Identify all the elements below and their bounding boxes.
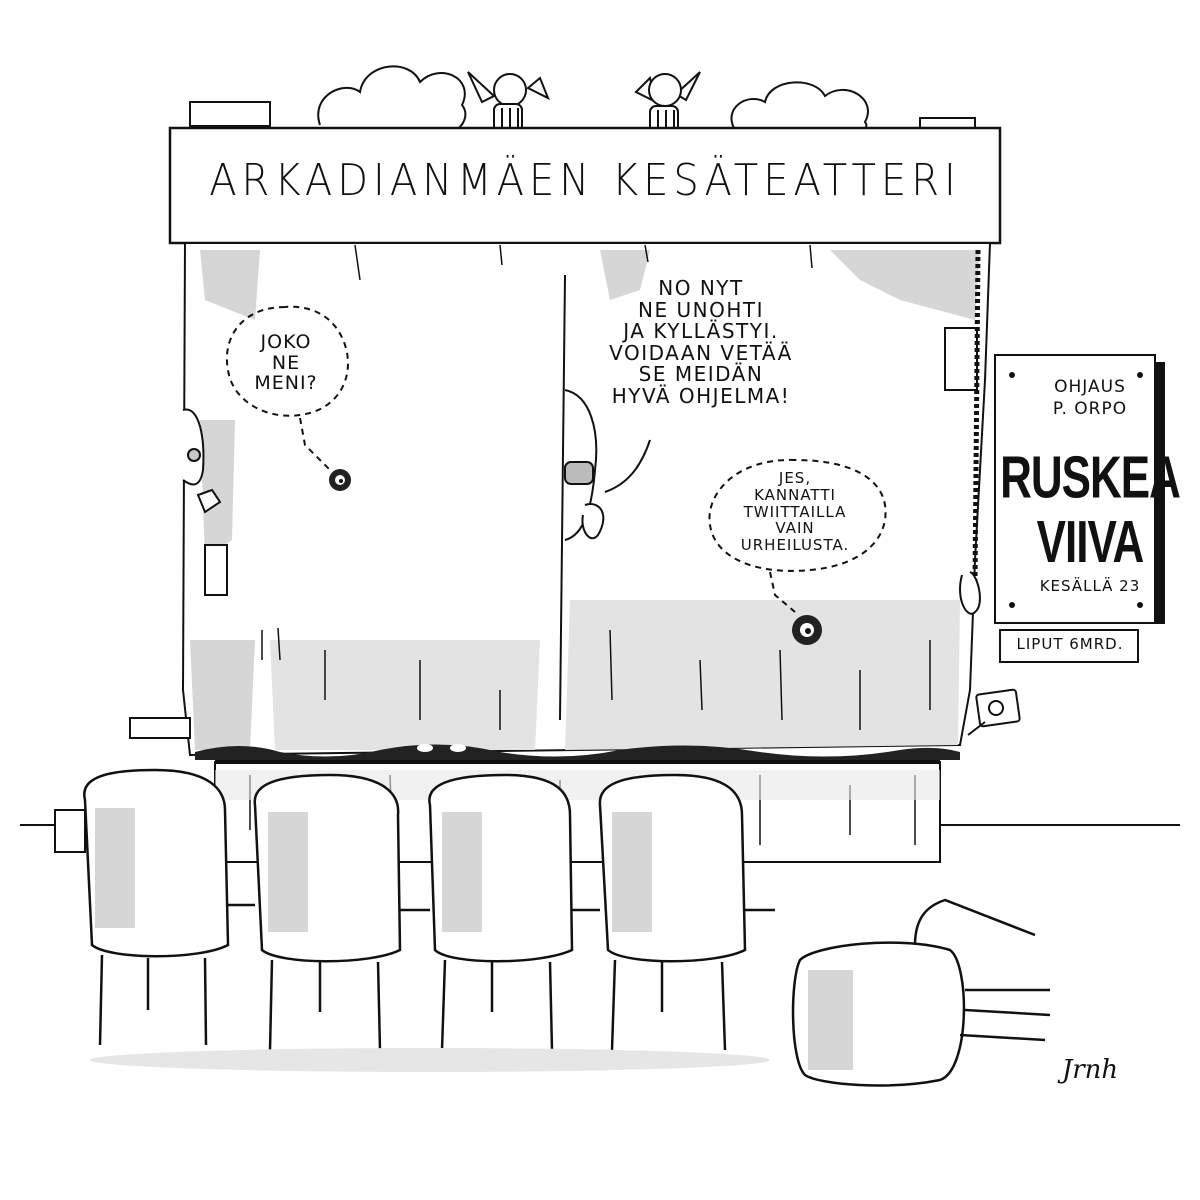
fallen-chair [791, 898, 1051, 1087]
poster-title: RUSKEA VIIVA [1000, 444, 1181, 577]
speech-tail-middle [604, 439, 651, 493]
peeking-figure-center [564, 389, 605, 541]
stage-step [129, 717, 191, 739]
cherub-right [634, 71, 701, 135]
chair-4 [598, 773, 747, 1051]
poster [994, 354, 1165, 663]
speech-text-middle: NO NYT NE UNOHTI JA KYLLÄSTYI. VOIDAAN V… [609, 276, 793, 408]
theater-sign [168, 126, 1002, 245]
chair-1 [83, 768, 230, 1046]
speech-text-right: JES, KANNATTI TWIITTAILLA VAIN URHEILUST… [740, 469, 850, 555]
floor-shadow [90, 1048, 770, 1072]
chair-3 [428, 773, 574, 1051]
poster-date: KESÄLLÄ 23 [1039, 577, 1141, 595]
cloud-right [730, 81, 869, 134]
speech-text-left: JOKO NE MENI? [254, 331, 318, 395]
curtain-rope [972, 249, 981, 581]
cloud-left [317, 65, 467, 131]
side-box [54, 809, 86, 853]
poster-director: OHJAUS P. ORPO [1052, 377, 1128, 420]
column-cap-left [189, 101, 271, 127]
chair-2 [253, 773, 402, 1051]
spotlight [967, 688, 1021, 736]
cherub-left [467, 71, 550, 133]
bug-right [792, 615, 822, 645]
chair-row [83, 768, 1051, 1087]
theater-title: ARKADIANMÄEN KESÄTEATTERI [209, 155, 961, 207]
rope-hand [959, 571, 981, 615]
speech-bubble-left [225, 305, 349, 471]
peeking-figure-left [182, 408, 222, 514]
artist-signature: Jrnh [1061, 1055, 1119, 1085]
ticket-price: LIPUT 6MRD. [1016, 635, 1124, 653]
bug-left [329, 469, 351, 491]
speech-bubble-right [708, 458, 887, 613]
hidden-eyes [417, 744, 466, 752]
